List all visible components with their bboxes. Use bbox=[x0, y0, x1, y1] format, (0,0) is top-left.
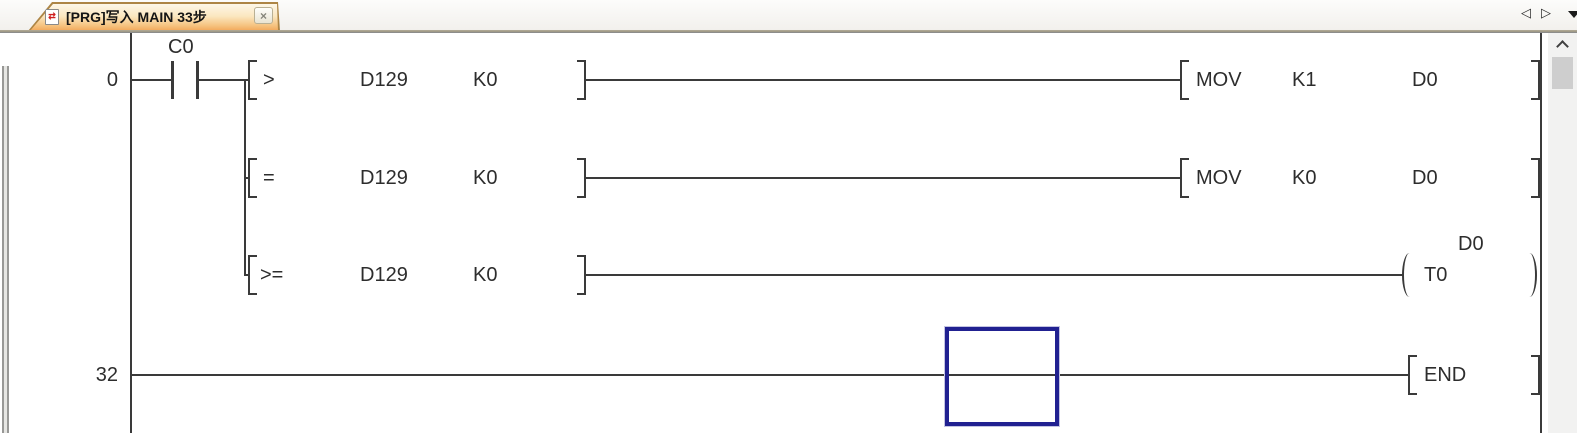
wire bbox=[130, 374, 1408, 376]
instruction-open-bracket bbox=[248, 158, 257, 198]
coil-setpoint-label: D0 bbox=[1458, 233, 1484, 255]
wire bbox=[244, 177, 250, 179]
vertical-scrollbar[interactable] bbox=[1548, 33, 1577, 433]
operand-2: D0 bbox=[1412, 167, 1438, 189]
tab-bar-separator bbox=[0, 30, 1577, 33]
operand-2: K0 bbox=[473, 264, 498, 286]
instruction-mnemonic: END bbox=[1424, 364, 1467, 386]
right-power-rail bbox=[1540, 33, 1542, 433]
compare-operator: >= bbox=[260, 264, 284, 286]
operand-2: K0 bbox=[473, 167, 498, 189]
window-left-border bbox=[2, 66, 9, 433]
tab-scroll-left-icon[interactable]: ◁ bbox=[1521, 5, 1531, 20]
tab-background bbox=[30, 4, 278, 31]
wire bbox=[586, 79, 1182, 81]
instruction-open-bracket bbox=[1180, 60, 1189, 100]
instruction-open-bracket bbox=[248, 255, 257, 295]
instruction-close-bracket bbox=[1531, 355, 1540, 395]
operand-1: D129 bbox=[360, 264, 408, 286]
tab-title: [PRG]写入 MAIN 33步 bbox=[66, 8, 207, 25]
wire bbox=[586, 274, 1404, 276]
scrollbar-thumb[interactable] bbox=[1552, 57, 1573, 89]
tab-close-button[interactable]: × bbox=[254, 7, 273, 24]
contact-device-label: C0 bbox=[168, 36, 194, 58]
instruction-close-bracket bbox=[577, 158, 586, 198]
operand-2: K0 bbox=[473, 69, 498, 91]
wire bbox=[586, 177, 1182, 179]
operand-1: K0 bbox=[1292, 167, 1317, 189]
instruction-mnemonic: MOV bbox=[1196, 69, 1242, 91]
chevron-up-icon bbox=[1556, 40, 1569, 53]
tab-prg-main[interactable]: ⇄ [PRG]写入 MAIN 33步 × bbox=[28, 2, 280, 31]
coil-close-paren bbox=[1522, 253, 1537, 297]
instruction-open-bracket bbox=[248, 60, 257, 100]
ladder-editor-canvas[interactable]: 0 32 C0 > D129 K0 MOV K1 D0 bbox=[0, 33, 1577, 433]
left-power-rail bbox=[130, 33, 132, 433]
document-tab-bar: ⇄ [PRG]写入 MAIN 33步 × ◁ ▷ bbox=[0, 0, 1577, 31]
contact-bar bbox=[196, 61, 199, 99]
instruction-open-bracket bbox=[1180, 158, 1189, 198]
wire bbox=[199, 79, 248, 81]
scroll-up-button[interactable] bbox=[1548, 33, 1577, 55]
instruction-mnemonic: MOV bbox=[1196, 167, 1242, 189]
operand-2: D0 bbox=[1412, 69, 1438, 91]
operand-1: D129 bbox=[360, 69, 408, 91]
compare-operator: > bbox=[263, 69, 275, 91]
rung-step-number: 0 bbox=[106, 69, 118, 91]
instruction-close-bracket bbox=[577, 60, 586, 100]
instruction-close-bracket bbox=[577, 255, 586, 295]
instruction-close-bracket bbox=[1531, 60, 1540, 100]
coil-open-paren bbox=[1402, 253, 1417, 297]
coil-device-label: T0 bbox=[1424, 264, 1448, 286]
compare-operator: = bbox=[263, 167, 275, 189]
selection-cursor bbox=[945, 327, 1059, 426]
tab-scroll-right-icon[interactable]: ▷ bbox=[1541, 5, 1551, 20]
operand-1: D129 bbox=[360, 167, 408, 189]
wire bbox=[244, 274, 250, 276]
wire bbox=[130, 79, 172, 81]
contact-bar bbox=[171, 61, 174, 99]
window-menu-arrow-icon[interactable] bbox=[1568, 11, 1577, 18]
content-top-border bbox=[0, 32, 1577, 33]
instruction-close-bracket bbox=[1531, 158, 1540, 198]
tab-content: ⇄ [PRG]写入 MAIN 33步 bbox=[28, 2, 280, 31]
rung-step-number: 32 bbox=[95, 364, 118, 386]
instruction-open-bracket bbox=[1408, 355, 1417, 395]
program-file-icon: ⇄ bbox=[45, 9, 59, 25]
operand-1: K1 bbox=[1292, 69, 1317, 91]
